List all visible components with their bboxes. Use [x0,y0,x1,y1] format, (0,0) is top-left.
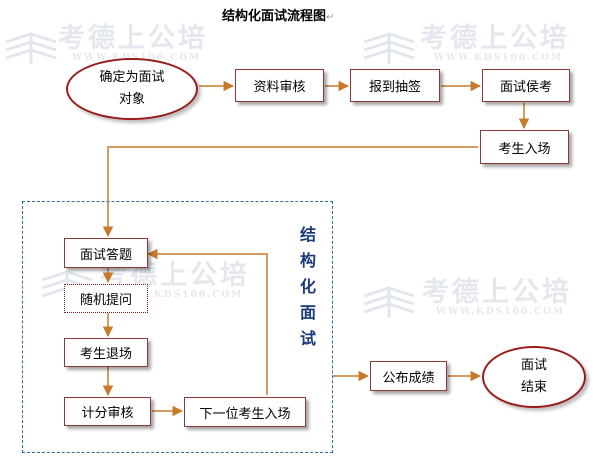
watermark-logo-icon [5,32,57,64]
watermark-url: WWW.KDS100.COM [436,307,566,317]
start-line2: 对象 [118,92,145,107]
interview-wait-label: 面试侯考 [499,80,552,95]
watermark-logo-icon [363,286,415,318]
diagram-title: 结构化面试流程图↵ [222,5,334,24]
arrow-next-to-answer [146,248,268,395]
random-questions-label: 随机提问 [79,293,132,308]
end-oval: 面试 结束 [482,346,586,408]
group-label-char: 化 [299,277,316,296]
answer-questions-box: 面试答题 [64,238,148,268]
paragraph-mark: ↵ [326,12,335,23]
end-line1: 面试 [520,358,547,373]
announce-results-label: 公布成绩 [382,370,435,386]
candidate-exit-box: 考生退场 [64,338,148,367]
watermark-brand: 考德上公培 [422,277,572,308]
watermark-brand: 考德上公培 [58,23,208,54]
group-label-char: 试 [299,329,316,348]
announce-results-box: 公布成绩 [370,361,447,391]
watermark-logo-icon [363,32,415,64]
candidate-enter-label: 考生入场 [498,141,551,157]
next-candidate-label: 下一位考生入场 [199,406,291,422]
structured-interview-group [22,201,333,453]
review-materials-label: 资料审核 [253,80,306,95]
score-review-label: 计分审核 [81,406,134,421]
arrow-enter-to-answer [102,146,478,238]
score-review-box: 计分审核 [64,397,151,426]
interview-wait-box: 面试侯考 [482,69,570,102]
group-label: 结 构 化 面 试 [296,222,320,352]
watermark-url: WWW.KDS100.COM [114,290,244,300]
watermark-top-right: 考德上公培 WWW.KDS100.COM [420,16,570,63]
group-label-char: 面 [299,303,316,322]
end-line2: 结束 [520,380,547,395]
watermark-right: 考德上公培 WWW.KDS100.COM [422,270,572,317]
group-label-char: 结 [299,225,316,244]
review-materials-box: 资料审核 [235,69,324,102]
watermark-url: WWW.KDS100.COM [434,53,564,63]
group-label-char: 构 [299,251,316,270]
start-line1: 确定为面试 [99,70,165,85]
candidate-enter-box: 考生入场 [480,130,569,164]
random-questions-box: 随机提问 [64,284,148,313]
watermark-brand: 考德上公培 [420,23,570,54]
candidate-exit-label: 考生退场 [79,347,132,362]
next-candidate-box: 下一位考生入场 [184,397,306,427]
register-draw-box: 报到抽签 [350,69,440,102]
register-draw-label: 报到抽签 [368,80,421,95]
start-oval: 确定为面试 对象 [66,58,198,120]
answer-questions-label: 面试答题 [79,247,132,263]
title-text: 结构化面试流程图 [222,9,327,24]
